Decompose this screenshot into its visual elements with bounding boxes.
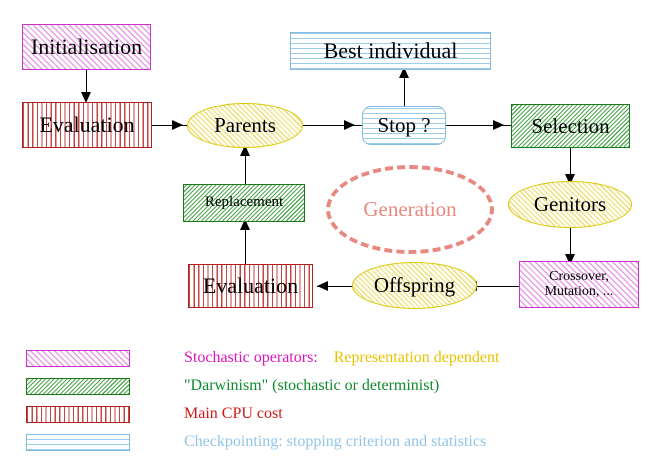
- legend-swatch-checkpointing: [26, 433, 130, 451]
- arrowhead-up-replacement: [240, 219, 250, 230]
- arrowhead-down-evaluation-top: [81, 92, 91, 103]
- legend-text-primary: Stochastic operators:: [184, 349, 318, 366]
- connector-initialisation-evaluation: [86, 70, 87, 99]
- node-stop[interactable]: Stop ?: [362, 106, 446, 145]
- connector-replacement-parents: [245, 148, 246, 184]
- node-parents[interactable]: Parents: [187, 103, 303, 148]
- legend-label-darwinism: "Darwinism" (stochastic or determinist): [152, 359, 439, 413]
- node-evaluation-bottom[interactable]: Evaluation: [188, 264, 313, 308]
- legend-label-checkpointing: Checkpointing: stopping criterion and st…: [152, 415, 486, 469]
- connector-stop-best-individual: [404, 70, 405, 106]
- arrowhead-down-crossover: [565, 254, 575, 265]
- node-initialisation[interactable]: Initialisation: [22, 24, 151, 70]
- connector-genitors-crossover: [570, 228, 571, 260]
- legend-row: Checkpointing: stopping criterion and st…: [26, 429, 646, 455]
- legend-row: Stochastic operators: Representation depe…: [26, 345, 646, 371]
- node-evaluation-top[interactable]: Evaluation: [22, 102, 152, 148]
- connector-evaluation-replacement: [245, 222, 246, 264]
- legend-swatch-stochastic-operators: [26, 349, 130, 367]
- arrowhead-right-selection: [493, 120, 504, 130]
- node-generation-annotation: Generation: [326, 165, 494, 254]
- node-replacement[interactable]: Replacement: [183, 184, 305, 222]
- legend-swatch-darwinism: [26, 377, 130, 395]
- node-genitors[interactable]: Genitors: [508, 181, 632, 228]
- legend-row: Main CPU cost: [26, 401, 646, 427]
- node-best-individual[interactable]: Best individual: [290, 32, 491, 70]
- legend-text-primary: "Darwinism" (stochastic or determinist): [184, 377, 440, 394]
- arrowhead-up-best-individual: [399, 67, 409, 78]
- arrowhead-down-genitors: [565, 174, 575, 185]
- legend-row: "Darwinism" (stochastic or determinist): [26, 373, 646, 399]
- node-crossover-mutation[interactable]: Crossover, Mutation, ...: [519, 261, 639, 308]
- node-selection[interactable]: Selection: [511, 104, 630, 148]
- legend-label-main-cpu-cost: Main CPU cost: [152, 387, 283, 441]
- legend-text-primary: Checkpointing: stopping criterion and st…: [184, 433, 487, 450]
- arrowhead-left-evaluation-bottom: [317, 281, 328, 291]
- connector-parents-stop: [303, 125, 363, 126]
- legend-swatch-main-cpu-cost: [26, 405, 130, 423]
- node-offspring[interactable]: Offspring: [352, 262, 477, 309]
- connector-crossover-offspring: [466, 286, 519, 287]
- legend-text-primary: Main CPU cost: [184, 405, 283, 422]
- arrowhead-right-parents: [172, 120, 183, 130]
- legend: Stochastic operators: Representation depe…: [26, 345, 646, 457]
- arrowhead-up-parents: [240, 145, 250, 156]
- legend-text-secondary: Representation dependent: [333, 349, 500, 366]
- legend-label-stochastic-operators: Stochastic operators: Representation depe…: [152, 331, 499, 385]
- connector-selection-genitors: [570, 148, 571, 180]
- connector-stop-selection: [446, 125, 512, 126]
- connector-offspring-evaluation: [317, 286, 361, 287]
- arrowhead-right-stop: [344, 120, 355, 130]
